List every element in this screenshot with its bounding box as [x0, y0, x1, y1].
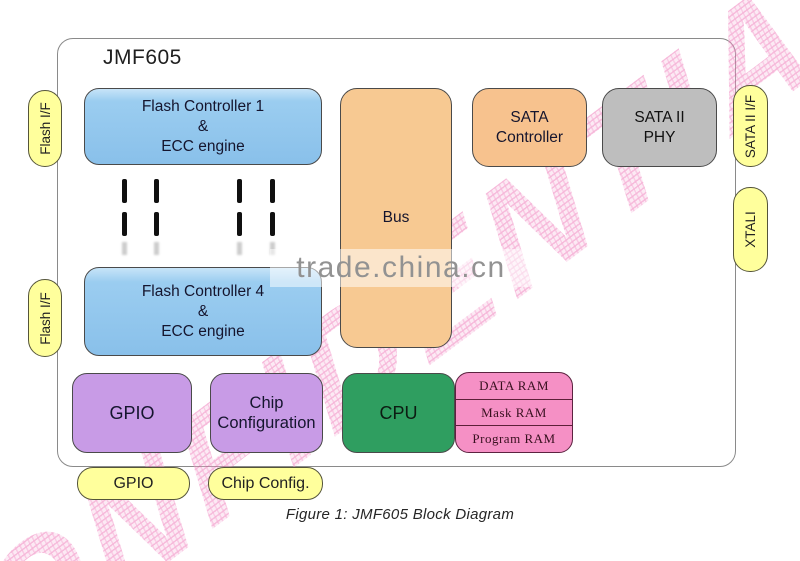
block-bus: Bus	[340, 88, 452, 348]
block-label: GPIO	[109, 403, 155, 423]
site-watermark: trade.china.cn	[270, 249, 532, 287]
block-label-line: Controller	[495, 128, 564, 146]
block-label-line: Flash Controller 1	[141, 97, 265, 115]
ram-row-data: DATA RAM	[479, 377, 549, 393]
block-label-line: ECC engine	[161, 137, 245, 155]
ram-row-mask: Mask RAM	[456, 398, 572, 426]
block-label-line: &	[197, 117, 209, 135]
dashed-continuation-line	[122, 179, 127, 255]
block-label-line: Configuration	[217, 414, 316, 432]
dashed-continuation-line	[237, 179, 242, 255]
block-label-line: Chip	[249, 394, 284, 412]
block-label-line: SATA II	[634, 108, 685, 126]
port-label: GPIO	[113, 474, 154, 492]
block-cpu: CPU	[342, 373, 455, 453]
port-sata-ii-if: SATA II I/F	[733, 85, 768, 167]
block-flash-controller-1: Flash Controller 1 & ECC engine	[84, 88, 322, 165]
block-label-line: SATA	[510, 108, 549, 126]
block-label-line: ECC engine	[161, 322, 245, 340]
port-flash-if-bottom: Flash I/F	[28, 279, 62, 357]
dashed-continuation-line	[270, 179, 275, 255]
port-label: Chip Config.	[221, 474, 310, 492]
ram-row-program: Program RAM	[456, 425, 572, 452]
port-label: Flash I/F	[37, 291, 53, 345]
block-label: Bus	[382, 209, 410, 226]
port-label: SATA II I/F	[743, 94, 759, 158]
block-chip-configuration: Chip Configuration	[210, 373, 323, 453]
block-label-line: Flash Controller 4	[141, 282, 265, 300]
block-label-line: PHY	[643, 128, 676, 146]
figure-caption: Figure 1: JMF605 Block Diagram	[285, 506, 515, 523]
block-label-line: &	[197, 302, 209, 320]
block-sata-controller: SATA Controller	[472, 88, 587, 167]
port-chip-config: Chip Config.	[208, 467, 323, 500]
block-gpio: GPIO	[72, 373, 192, 453]
port-label: XTALI	[743, 211, 759, 248]
dashed-continuation-line	[154, 179, 159, 255]
port-xtali: XTALI	[733, 187, 768, 272]
port-flash-if-top: Flash I/F	[28, 90, 62, 167]
block-ram-stack: DATA RAM Mask RAM Program RAM	[455, 372, 573, 453]
port-gpio: GPIO	[77, 467, 190, 500]
chip-title: JMF605	[103, 46, 182, 69]
port-label: Flash I/F	[37, 102, 53, 155]
block-label: CPU	[379, 403, 418, 423]
block-sata-ii-phy: SATA II PHY	[602, 88, 717, 167]
